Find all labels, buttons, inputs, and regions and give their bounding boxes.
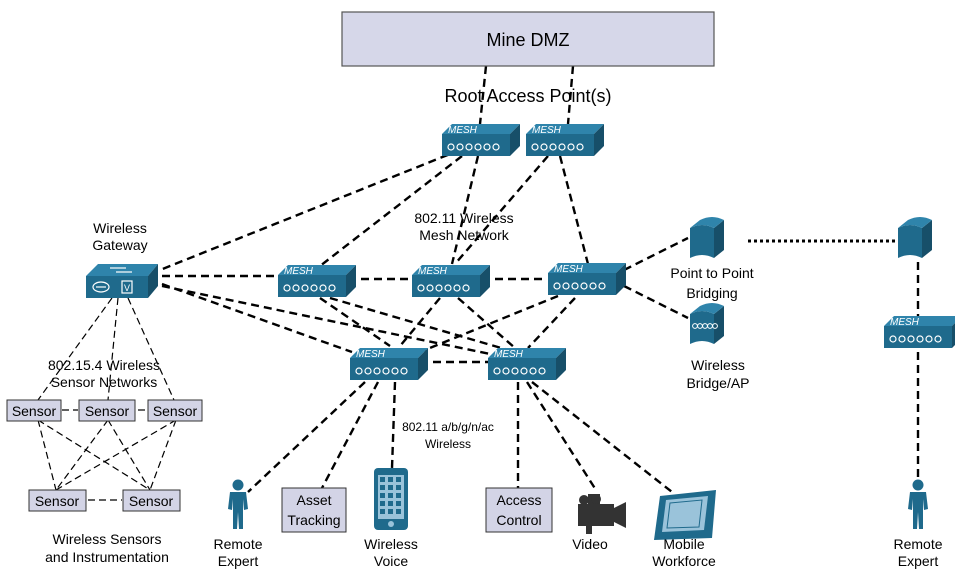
- video-camera-icon: [578, 494, 626, 534]
- bridge-label-2: Bridge/AP: [686, 375, 749, 391]
- video-label: Video: [572, 536, 608, 552]
- wireless-voice-label-1: Wireless: [364, 536, 418, 552]
- mesh-ap-4: MESH: [349, 347, 429, 381]
- root-ap-label: Root Access Point(s): [444, 86, 611, 106]
- wireless-gateway-icon: V: [86, 264, 158, 298]
- gateway-v-badge: V: [124, 283, 130, 293]
- mesh-badge: MESH: [448, 125, 478, 136]
- mesh-ap-root-2: MESH: [525, 123, 605, 157]
- sensors-caption-1: Wireless Sensors: [53, 531, 162, 547]
- mobile-workforce-label-1: Mobile: [663, 536, 704, 552]
- sensor-label: Sensor: [12, 403, 57, 419]
- wireless-bridge-ap-icon: [690, 303, 724, 344]
- client-wireless-label-2: Wireless: [425, 437, 471, 451]
- remote-expert-icon-left: [228, 479, 248, 529]
- mesh-links: [159, 65, 920, 493]
- wireless-voice-label-2: Voice: [374, 553, 408, 569]
- mesh-ap-1: MESH: [277, 264, 357, 298]
- mesh-network-label-1: 802.11 Wireless: [414, 210, 513, 226]
- p2p-bridge-icon-right: [898, 217, 932, 258]
- access-control-label-2: Control: [496, 512, 541, 528]
- mesh-badge: MESH: [494, 349, 524, 360]
- mesh-ap-remote: MESH: [883, 315, 955, 349]
- sensor-1: Sensor: [6, 399, 62, 422]
- sensor-label: Sensor: [85, 403, 130, 419]
- mesh-ap-root-1: MESH: [441, 123, 521, 157]
- sensor-links: [37, 297, 177, 501]
- asset-tracking-label-2: Tracking: [287, 512, 340, 528]
- sensor-2: Sensor: [78, 399, 136, 422]
- sensor-label: Sensor: [35, 493, 80, 509]
- gateway-label-2: Gateway: [92, 237, 147, 253]
- access-control-label-1: Access: [496, 492, 541, 508]
- mesh-badge: MESH: [356, 349, 386, 360]
- bridge-label-1: Wireless: [691, 357, 745, 373]
- mesh-network-label-2: Mesh Network: [419, 227, 509, 243]
- mesh-badge: MESH: [890, 317, 920, 328]
- remote-expert-right-label-2: Expert: [898, 553, 939, 569]
- p2p-label-2: Bridging: [686, 285, 737, 301]
- sensor-3: Sensor: [147, 399, 203, 422]
- sensor-label: Sensor: [129, 493, 174, 509]
- mesh-badge: MESH: [284, 266, 314, 277]
- mesh-ap-5: MESH: [487, 347, 567, 381]
- sensor-5: Sensor: [122, 489, 181, 512]
- sensor-net-label-1: 802.15.4 Wireless: [48, 357, 160, 373]
- remote-expert-left-label-2: Expert: [218, 553, 259, 569]
- dmz-label: Mine DMZ: [486, 30, 569, 50]
- p2p-label-1: Point to Point: [670, 265, 753, 281]
- remote-expert-icon-right: [908, 479, 928, 529]
- mesh-ap-2: MESH: [411, 264, 491, 298]
- access-control-box: Access Control: [485, 487, 553, 533]
- mobile-workforce-label-2: Workforce: [652, 553, 716, 569]
- asset-tracking-label-1: Asset: [296, 492, 331, 508]
- gateway-label-1: Wireless: [93, 220, 147, 236]
- remote-expert-right-label-1: Remote: [893, 536, 942, 552]
- sensor-label: Sensor: [153, 403, 198, 419]
- mesh-badge: MESH: [418, 266, 448, 277]
- remote-expert-left-label-1: Remote: [213, 536, 262, 552]
- phone-icon: [374, 468, 408, 530]
- sensor-net-label-2: Sensor Networks: [51, 374, 158, 390]
- mesh-badge: MESH: [532, 125, 562, 136]
- sensors-caption-2: and Instrumentation: [45, 549, 169, 565]
- asset-tracking-box: Asset Tracking: [281, 487, 347, 533]
- p2p-bridge-icon-left: [690, 217, 724, 258]
- mesh-badge: MESH: [554, 264, 584, 275]
- tablet-icon: [654, 490, 716, 540]
- sensor-4: Sensor: [28, 489, 87, 512]
- mesh-ap-3: MESH: [547, 262, 627, 296]
- client-wireless-label-1: 802.11 a/b/g/n/ac: [402, 420, 494, 434]
- dmz-box: [341, 11, 715, 67]
